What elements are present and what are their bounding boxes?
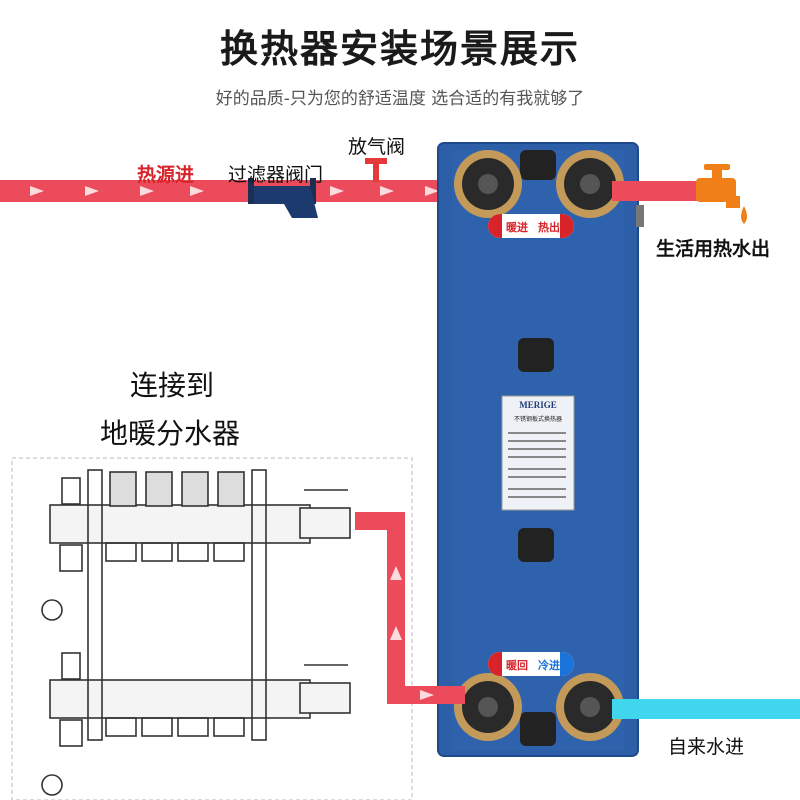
bottom-port-tag: 暖回 冷进 [488,652,574,676]
port-top-right [556,150,624,218]
hot-water-out-label: 生活用热水出 [656,238,771,260]
nameplate-lines [508,432,566,498]
bottom-tag-right: 冷进 [538,659,560,672]
hot-water-out-pipe [612,181,700,201]
filter-valve-icon [248,178,318,218]
hex-nut-top [520,150,556,180]
flow-arrows-hot-in [30,186,439,196]
port-bottom-right [556,673,624,741]
page-title: 换热器安装场景展示 [219,27,580,71]
top-tag-left: 暖进 [506,221,528,234]
tap-water-pipe [612,699,800,719]
connect-to-label: 连接到 [130,369,215,402]
port-bottom-left [454,673,522,741]
hex-nut-middle-lower [518,528,554,562]
nameplate-brand: MERIGE [519,400,557,410]
manifold-frame [11,457,413,800]
nameplate-title: 不锈钢板式换热器 [513,416,562,423]
vent-valve-label: 放气阀 [348,136,406,158]
top-tag-right: 热出 [538,221,560,234]
floor-manifold-label: 地暖分水器 [100,417,241,450]
tap-water-in-label: 自来水进 [668,736,745,758]
heat-source-in-label: 热源进 [137,164,195,186]
faucet-icon [696,164,747,224]
bottom-tag-left: 暖回 [506,659,528,672]
port-top-left [454,150,522,218]
manifold-drawing [41,469,351,796]
top-port-tag: 暖进 热出 [488,214,574,238]
hex-nut-bottom [520,712,556,746]
nameplate [501,395,575,511]
hex-nut-middle-upper [518,338,554,372]
heat-source-pipe [0,180,465,202]
vent-valve-icon [365,158,387,182]
side-bolt [636,205,644,227]
flow-arrows-floor [390,566,434,700]
page-subtitle: 好的品质-只为您的舒适温度 选合适的有我就够了 [215,89,585,109]
filter-valve-label: 过滤器阀门 [228,164,324,186]
